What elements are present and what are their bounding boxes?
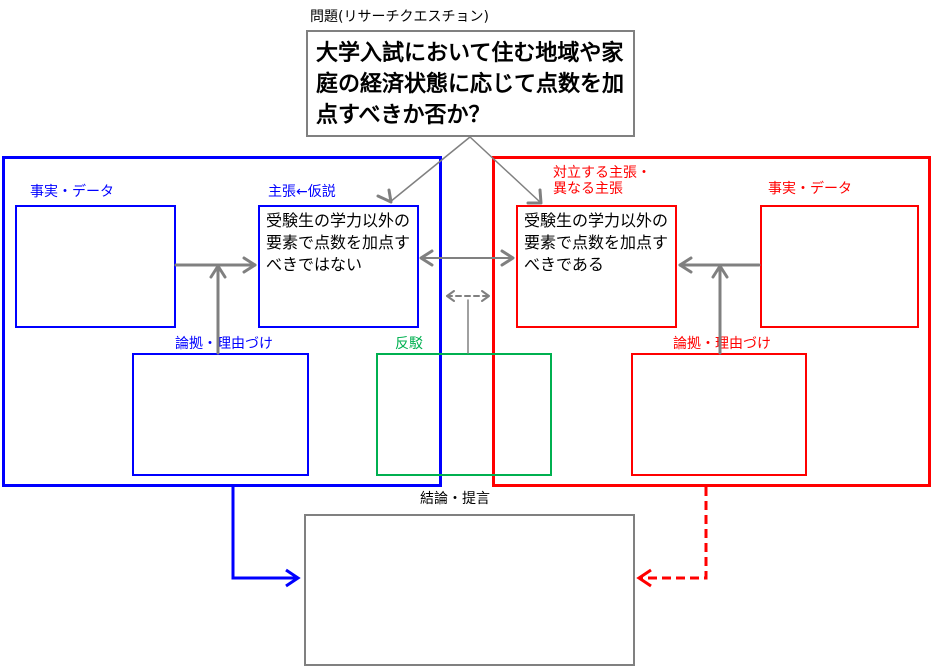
right-facts-label: 事実・データ [768,181,852,197]
question-to-left-claim-arrow [376,136,471,204]
rebuttal-label: 反駁 [395,336,423,352]
right-warrant-arrow [711,264,729,355]
right-facts-box [760,205,919,328]
left-facts-to-claim-arrow [174,256,257,274]
rebuttal-box [376,353,552,476]
conclusion-box [304,514,635,666]
claims-double-arrow [419,249,515,267]
right-claim-label: 対立する主張・ 異なる主張 [553,165,651,197]
question-box: 大学入試において住む地域や家庭の経済状態に応じて点数を加点すべきか否か？ [306,30,635,137]
left-to-conclusion-arrow [231,487,301,588]
left-argument-group [2,156,442,487]
left-warrant-arrow [209,264,227,355]
left-facts-box [15,205,176,328]
right-to-conclusion-arrow [636,487,708,588]
left-warrant-box [132,353,309,476]
left-claim-label: 主張←仮説 [268,184,336,200]
right-claim-box: 受験生の学力以外の要素で点数を加点すべきである [516,205,677,328]
left-warrant-label: 論拠・理由づけ [175,336,273,352]
question-label: 問題(リサーチクエスチョン) [310,9,489,25]
conclusion-label: 結論・提言 [420,491,490,507]
left-facts-label: 事実・データ [30,184,114,200]
left-claim-box: 受験生の学力以外の要素で点数を加点すべきではない [258,205,419,328]
right-argument-group [492,156,931,487]
question-to-right-claim-arrow [469,136,543,205]
right-warrant-label: 論拠・理由づけ [673,336,771,352]
rebuttal-dashed-double-arrow [446,290,490,354]
